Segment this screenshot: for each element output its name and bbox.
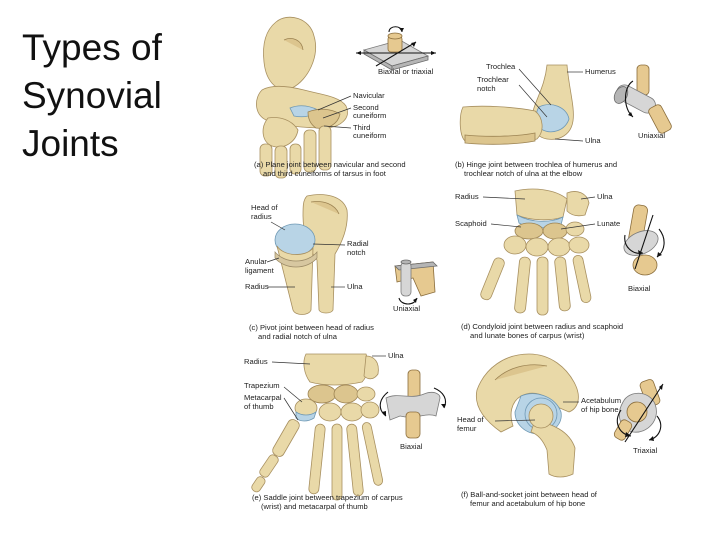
panel-plane-joint: Biaxial or triaxial Navicular Second cun… <box>248 10 448 185</box>
ulna-bone <box>566 191 590 217</box>
label-ulna: Ulna <box>585 136 601 145</box>
label-radial: Radial <box>347 239 369 248</box>
caption-line: (b) Hinge joint between trochlea of hume… <box>455 160 618 169</box>
plane-joint-illustration <box>256 16 436 179</box>
panel-hinge-joint: Trochlea Trochlear notch Humerus Ulna Un… <box>455 55 695 180</box>
label-anular: Anular <box>245 257 267 266</box>
label-ulna: Ulna <box>347 282 363 291</box>
hinge-joint-illustration <box>459 64 672 145</box>
label-biaxial-or-triaxial: Biaxial or triaxial <box>378 67 434 76</box>
ulna-bone <box>363 355 379 380</box>
label-ulna: Ulna <box>388 351 404 360</box>
label-notch: notch <box>477 84 496 93</box>
saddle-joint-model <box>379 369 447 439</box>
caption-line: (d) Condyloid joint between radius and s… <box>461 322 624 331</box>
label-trochlear: Trochlear <box>477 75 509 84</box>
radius-bone <box>276 245 314 315</box>
title-line-3: Joints <box>22 123 119 164</box>
panel-ball-and-socket-joint: Acetabulum of hip bone Head of femur Tri… <box>455 350 695 530</box>
label-acetabulum: Acetabulum <box>581 396 622 405</box>
label-of-hip-bone: of hip bone <box>581 405 619 414</box>
label-metacarpal: Metacarpal <box>244 393 282 402</box>
saddle-joint-illustration <box>251 353 447 501</box>
ball-and-socket-model <box>613 379 664 443</box>
label-ulna: Ulna <box>597 192 613 201</box>
label-humerus: Humerus <box>585 67 616 76</box>
caption-saddle-joint: (e) Saddle joint between trapezium of ca… <box>252 493 403 511</box>
caption-condyloid-joint: (d) Condyloid joint between radius and s… <box>461 322 623 340</box>
label-cuneiform-2: cuneiform <box>353 131 387 140</box>
pivot-joint-model <box>394 259 438 305</box>
label-radius: Radius <box>245 282 269 291</box>
label-trochlea: Trochlea <box>486 62 516 71</box>
label-ligament: ligament <box>245 266 274 275</box>
label-uniaxial: Uniaxial <box>638 131 666 140</box>
caption-line: (e) Saddle joint between trapezium of ca… <box>252 493 403 502</box>
title-line-2: Synovial <box>22 75 162 116</box>
label-radius: Radius <box>244 357 268 366</box>
pivot-joint-illustration <box>266 194 438 315</box>
caption-line: trochlear notch of ulna at the elbow <box>464 169 583 178</box>
panel-condyloid-joint: Radius Ulna Scaphoid Lunate Biaxial (d) … <box>455 185 695 345</box>
caption-plane-joint: (a) Plane joint between navicular and se… <box>254 160 406 178</box>
ulna-bone <box>459 105 543 143</box>
label-uniaxial: Uniaxial <box>393 304 421 313</box>
label-radius: Radius <box>455 192 479 201</box>
caption-line: (a) Plane joint between navicular and se… <box>254 160 406 169</box>
label-trapezium: Trapezium <box>244 381 280 390</box>
ulna-bone <box>302 194 348 314</box>
metacarpal-of-thumb <box>272 419 300 457</box>
label-head-of: Head of <box>251 203 278 212</box>
ball-and-socket-illustration <box>475 353 664 478</box>
label-radial-notch: notch <box>347 248 366 257</box>
slide-title: Types of Synovial Joints <box>22 24 222 168</box>
title-line-1: Types of <box>22 27 162 68</box>
caption-line: and third cuneiforms of tarsus in foot <box>263 169 386 178</box>
caption-ball-and-socket-joint: (f) Ball-and-socket joint between head o… <box>461 490 597 508</box>
label-navicular: Navicular <box>353 91 385 100</box>
label-triaxial: Triaxial <box>633 446 658 455</box>
label-cuneiform-1: cuneiform <box>353 111 387 120</box>
caption-pivot-joint: (c) Pivot joint between head of radius a… <box>249 323 374 341</box>
label-scaphoid: Scaphoid <box>455 219 487 228</box>
saddle-surface <box>295 411 317 422</box>
caption-line: (c) Pivot joint between head of radius <box>249 323 374 332</box>
plane-joint-model <box>356 26 436 71</box>
caption-line: (f) Ball-and-socket joint between head o… <box>461 490 597 499</box>
caption-hinge-joint: (b) Hinge joint between trochlea of hume… <box>455 160 617 178</box>
hip-bone <box>475 353 579 433</box>
label-lunate: Lunate <box>597 219 621 228</box>
label-femur: femur <box>457 424 477 433</box>
label-radius-head: radius <box>251 212 272 221</box>
radius-bone <box>514 188 568 221</box>
caption-line: and radial notch of ulna <box>258 332 337 341</box>
panel-pivot-joint: Head of radius Radial notch Anular ligam… <box>245 192 445 347</box>
label-biaxial: Biaxial <box>628 284 651 293</box>
condyloid-joint-model <box>623 204 665 276</box>
talus-bone <box>263 16 316 90</box>
condyloid-joint-illustration <box>480 188 665 316</box>
caption-line: (wrist) and metacarpal of thumb <box>261 502 368 511</box>
label-head-of: Head of <box>457 415 484 424</box>
label-of-thumb: of thumb <box>244 402 274 411</box>
femur-bone <box>530 419 576 478</box>
label-biaxial: Biaxial <box>400 442 423 451</box>
label-second: Second <box>353 103 379 112</box>
radius-bone <box>303 353 369 386</box>
caption-line: and lunate bones of carpus (wrist) <box>470 331 585 340</box>
hinge-joint-model <box>613 64 672 134</box>
label-third: Third <box>353 123 371 132</box>
caption-line: femur and acetabulum of hip bone <box>470 499 586 508</box>
anular-ligament <box>274 251 318 268</box>
panel-saddle-joint: Radius Ulna Trapezium Metacarpal of thum… <box>240 350 455 530</box>
